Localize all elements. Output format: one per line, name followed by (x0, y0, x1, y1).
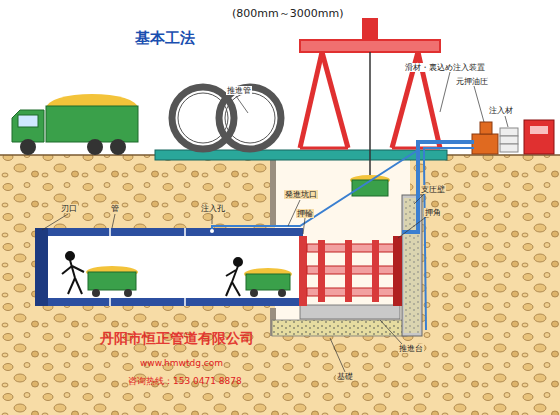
part-label: 注入孔 (200, 204, 226, 213)
watermark: 丹阳市恒正管道有限公司 (100, 330, 254, 346)
part-label: 押角 (424, 208, 442, 217)
part-label: 推進管 (226, 86, 252, 95)
part-label: 発進坑口 (284, 190, 318, 199)
part-label: 管 (110, 204, 120, 213)
part-label: 押輪 (296, 209, 314, 218)
part-label: 注入材 (488, 106, 514, 115)
part-label: 推進台 (398, 344, 424, 353)
dimension-label: (800mm～3000mm) (232, 8, 343, 21)
diagram-title: 基本工法 (135, 30, 195, 47)
part-label: 滑材・裏込め注入装置 (404, 63, 486, 72)
part-label: 支圧壁 (420, 185, 446, 194)
part-label: 刃口 (60, 204, 78, 213)
part-label: 基礎 (336, 372, 354, 381)
watermark: www.hmwtdg.com (140, 358, 223, 368)
part-label: 元押油圧 (455, 77, 489, 86)
watermark: 咨询热线：153 0471 8878 (128, 376, 242, 386)
